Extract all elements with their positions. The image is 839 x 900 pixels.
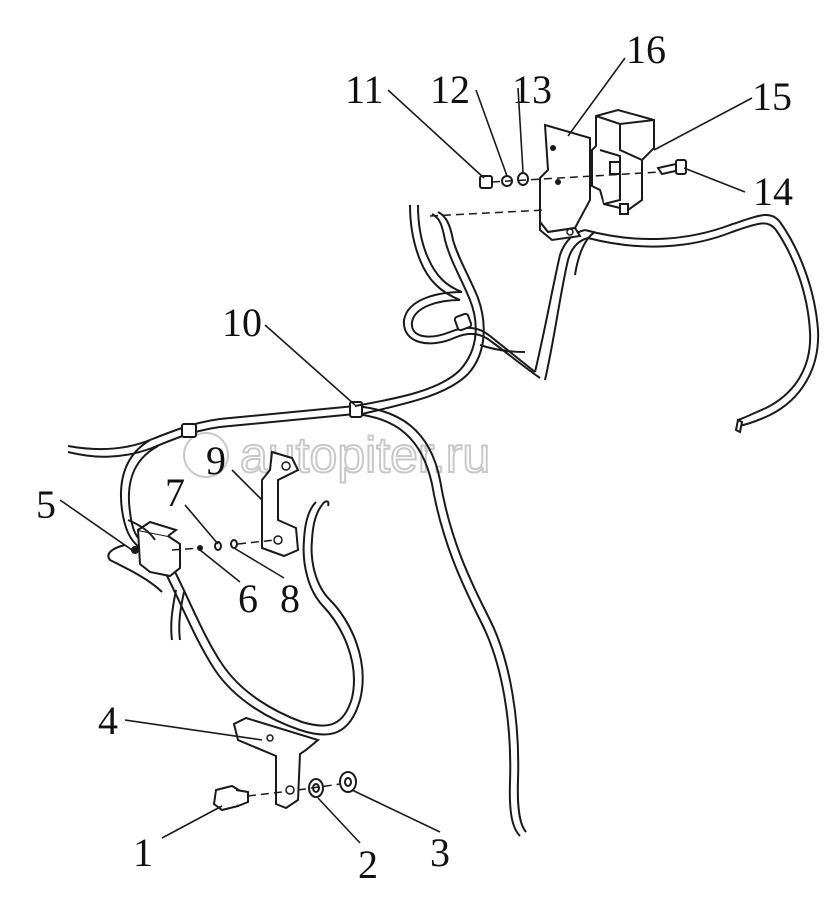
callout-16: 16 [626, 27, 666, 72]
watermark: autopiter.ru [183, 426, 491, 484]
callout-6: 6 [238, 576, 258, 621]
callout-13: 13 [512, 67, 552, 112]
callout-10: 10 [222, 300, 262, 345]
connector-5 [107, 519, 181, 593]
callout-2: 2 [358, 842, 378, 887]
callout-12: 12 [430, 67, 470, 112]
wire-harness [67, 204, 820, 837]
callout-1: 1 [133, 830, 153, 875]
callout-15: 15 [752, 74, 792, 119]
callout-3: 3 [430, 830, 450, 875]
washer-13 [517, 172, 529, 186]
callout-labels: 1 2 3 4 5 6 7 8 9 10 11 12 13 14 15 16 [36, 27, 793, 887]
callout-9: 9 [206, 438, 226, 483]
relay-assembly [429, 108, 687, 242]
bracket-9 [171, 450, 300, 558]
bracket-4 [212, 716, 357, 812]
callout-11: 11 [345, 67, 384, 112]
callout-7: 7 [165, 470, 185, 515]
callout-14: 14 [753, 169, 793, 214]
callout-8: 8 [280, 576, 300, 621]
nut-11 [479, 175, 493, 189]
leader-lines [59, 57, 753, 844]
callout-5: 5 [36, 482, 56, 527]
callout-4: 4 [98, 698, 118, 743]
